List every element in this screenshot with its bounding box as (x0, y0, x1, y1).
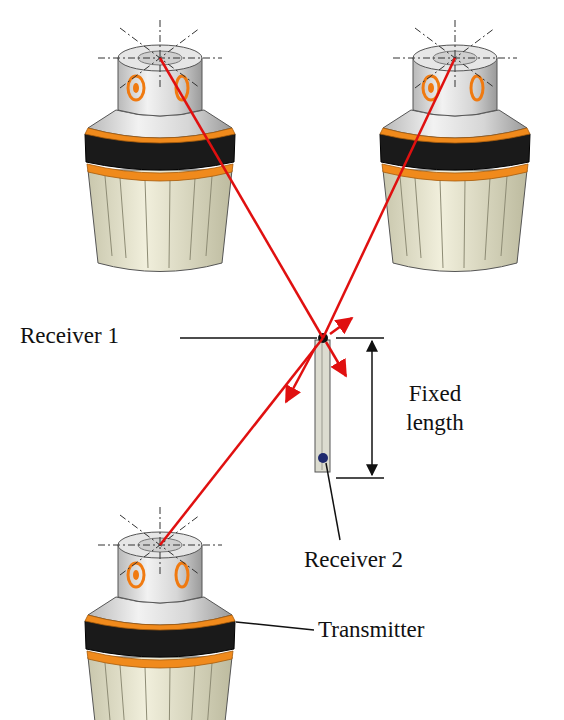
dimension-label: Fixed length (390, 380, 480, 438)
beam-arrow (286, 318, 352, 402)
receiver-label: Receiver 2 (304, 546, 403, 575)
transmitter (380, 20, 530, 272)
transmitter (85, 507, 235, 720)
laser-beam (160, 58, 455, 545)
dimension-arrow (336, 338, 384, 478)
probe-bar (315, 333, 330, 472)
transmitter-label: Transmitter (318, 616, 425, 645)
receiver-label: Receiver 1 (20, 322, 119, 351)
leader-line (180, 338, 340, 630)
